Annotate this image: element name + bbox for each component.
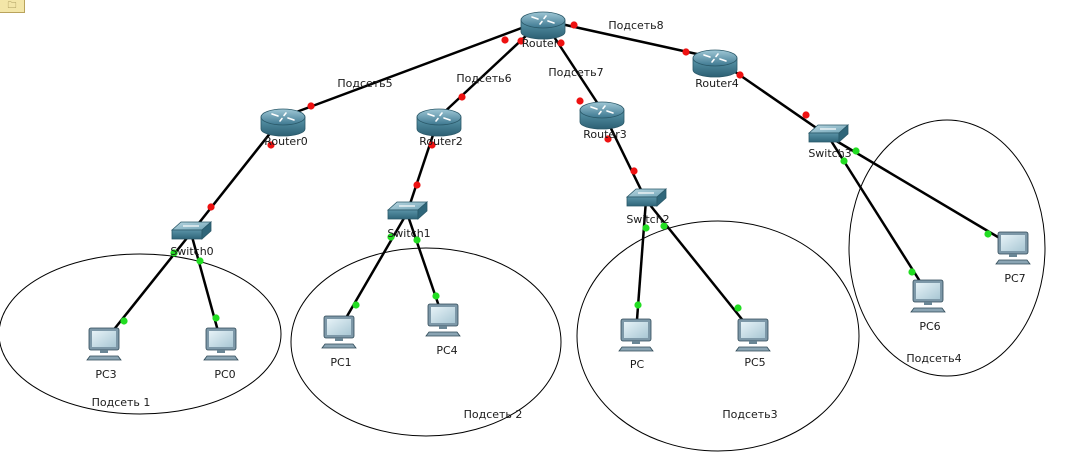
pc5-pc-icon[interactable] bbox=[735, 318, 771, 352]
subnet-label: Подсеть5 bbox=[337, 77, 392, 90]
port-status-dot bbox=[682, 48, 690, 56]
port-status-dot bbox=[852, 147, 860, 155]
pc7-label: PC7 bbox=[1004, 272, 1025, 285]
folder-icon: 🗀 bbox=[7, 1, 17, 11]
subnet-label: Подсеть6 bbox=[456, 72, 511, 85]
subnet-boundary bbox=[848, 119, 1046, 377]
switch2-switch-icon[interactable] bbox=[625, 188, 668, 207]
pc7-pc-icon[interactable] bbox=[995, 231, 1031, 265]
port-status-dot bbox=[352, 301, 360, 309]
note-tab[interactable]: 🗀 bbox=[0, 0, 25, 13]
port-status-dot bbox=[557, 39, 565, 47]
pc0-pc-icon[interactable] bbox=[203, 327, 239, 361]
switch0-switch-icon[interactable] bbox=[170, 221, 213, 240]
port-status-dot bbox=[736, 71, 744, 79]
pc6-pc-icon[interactable] bbox=[910, 279, 946, 313]
port-status-dot bbox=[630, 167, 638, 175]
port-status-dot bbox=[576, 97, 584, 105]
router3-label: Router3 bbox=[583, 128, 626, 141]
pc-label: PC bbox=[630, 358, 645, 371]
pc3-pc-icon[interactable] bbox=[86, 327, 122, 361]
subnet-label: Подсеть 2 bbox=[464, 408, 523, 421]
port-status-dot bbox=[604, 135, 612, 143]
subnet-boundary bbox=[576, 220, 860, 452]
port-status-dot bbox=[413, 236, 421, 244]
pc1-label: PC1 bbox=[330, 356, 351, 369]
link-switch0-pc0[interactable] bbox=[189, 232, 223, 343]
subnet-label: Подсеть7 bbox=[548, 66, 603, 79]
subnet-label: Подсеть3 bbox=[722, 408, 777, 421]
switch1-switch-icon[interactable] bbox=[386, 201, 429, 220]
switch3-switch-icon[interactable] bbox=[807, 124, 850, 143]
switch3-label: Switch3 bbox=[808, 147, 851, 160]
router2-router-icon[interactable] bbox=[416, 108, 462, 137]
subnet-label: Подсеть4 bbox=[906, 352, 961, 365]
subnet-label: Подсеть 1 bbox=[92, 396, 151, 409]
link-router0-switch0[interactable] bbox=[190, 116, 284, 234]
router-main-router-icon[interactable] bbox=[520, 11, 566, 40]
router0-router-icon[interactable] bbox=[260, 108, 306, 137]
pc4-label: PC4 bbox=[436, 344, 457, 357]
pc3-label: PC3 bbox=[95, 368, 116, 381]
port-status-dot bbox=[458, 93, 466, 101]
link-switch1-pc1[interactable] bbox=[337, 212, 409, 331]
router-main-label: Router bbox=[522, 37, 559, 50]
port-status-dot bbox=[307, 102, 315, 110]
port-status-dot bbox=[634, 301, 642, 309]
switch0-label: Switch0 bbox=[170, 245, 213, 258]
link-switch2-pc[interactable] bbox=[634, 199, 648, 334]
router2-label: Router2 bbox=[419, 135, 462, 148]
port-status-dot bbox=[267, 141, 275, 149]
pc5-label: PC5 bbox=[744, 356, 765, 369]
port-status-dot bbox=[734, 304, 742, 312]
port-status-dot bbox=[428, 141, 436, 149]
port-status-dot bbox=[212, 314, 220, 322]
port-status-dot bbox=[432, 292, 440, 300]
port-status-dot bbox=[570, 21, 578, 29]
port-status-dot bbox=[840, 157, 848, 165]
pc1-pc-icon[interactable] bbox=[321, 315, 357, 349]
port-status-dot bbox=[984, 230, 992, 238]
port-status-dot bbox=[660, 222, 668, 230]
port-status-dot bbox=[170, 249, 178, 257]
router3-router-icon[interactable] bbox=[579, 101, 625, 130]
subnet-boundary bbox=[0, 253, 282, 415]
link-switch1-pc4[interactable] bbox=[405, 212, 445, 319]
pc4-pc-icon[interactable] bbox=[425, 303, 461, 337]
pc0-label: PC0 bbox=[214, 368, 235, 381]
subnet-boundary bbox=[290, 247, 562, 437]
port-status-dot bbox=[642, 224, 650, 232]
switch1-label: Switch1 bbox=[387, 227, 430, 240]
pc-pc-icon[interactable] bbox=[618, 318, 654, 352]
link-switch3-pc7[interactable] bbox=[827, 134, 1014, 248]
port-status-dot bbox=[387, 233, 395, 241]
port-status-dot bbox=[207, 203, 215, 211]
port-status-dot bbox=[120, 317, 128, 325]
port-status-dot bbox=[802, 111, 810, 119]
port-status-dot bbox=[413, 181, 421, 189]
port-status-dot bbox=[517, 37, 525, 45]
subnet-label: Подсеть8 bbox=[608, 19, 663, 32]
router0-label: Router0 bbox=[264, 135, 307, 148]
pc6-label: PC6 bbox=[919, 320, 940, 333]
router4-router-icon[interactable] bbox=[692, 49, 738, 78]
switch2-label: Switch2 bbox=[626, 213, 669, 226]
port-status-dot bbox=[908, 268, 916, 276]
router4-label: Router4 bbox=[695, 77, 738, 90]
link-router-main-router0[interactable] bbox=[282, 18, 544, 119]
link-switch2-pc5[interactable] bbox=[645, 199, 754, 334]
port-status-dot bbox=[196, 257, 204, 265]
port-status-dot bbox=[501, 36, 509, 44]
